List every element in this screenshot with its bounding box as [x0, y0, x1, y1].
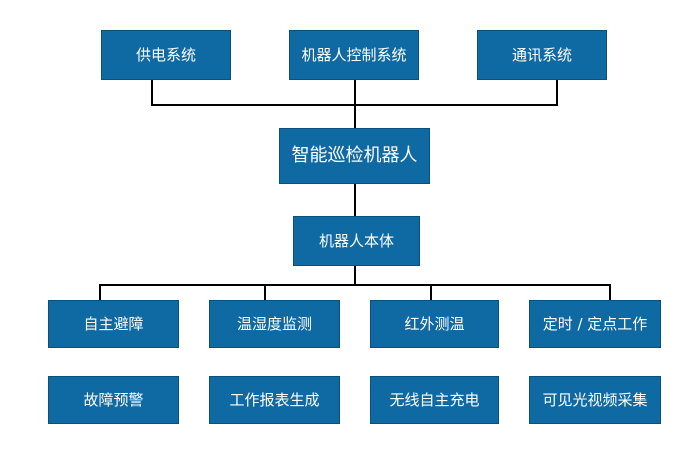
- connector-power-down: [151, 80, 153, 104]
- connector-body-down: [354, 266, 356, 284]
- robot-control-system-box: 机器人控制系统: [289, 30, 419, 80]
- robot-body-box: 机器人本体: [293, 216, 420, 266]
- connector-comm-down: [556, 80, 558, 104]
- power-system-box: 供电系统: [101, 30, 231, 80]
- connector-function-bus: [99, 284, 611, 286]
- connector-func4-down: [609, 284, 611, 300]
- function-infrared-temp-box: 红外测温: [370, 300, 499, 348]
- connector-func2-down: [264, 284, 266, 300]
- function-temp-humidity-box: 温湿度监测: [209, 300, 340, 348]
- function-obstacle-avoidance-box: 自主避障: [48, 300, 179, 348]
- function-fault-warning-box: 故障预警: [48, 376, 179, 424]
- connector-func1-down: [99, 284, 101, 300]
- connector-bus-to-center: [354, 104, 356, 128]
- function-video-capture-box: 可见光视频采集: [529, 376, 661, 424]
- function-report-generation-box: 工作报表生成: [209, 376, 340, 424]
- connector-control-down: [354, 80, 356, 104]
- connector-center-to-body: [354, 184, 356, 216]
- smart-inspection-robot-box: 智能巡检机器人: [279, 128, 430, 184]
- connector-func3-down: [430, 284, 432, 300]
- function-scheduled-work-box: 定时 / 定点工作: [529, 300, 661, 348]
- communication-system-box: 通讯系统: [477, 30, 607, 80]
- function-wireless-charging-box: 无线自主充电: [370, 376, 499, 424]
